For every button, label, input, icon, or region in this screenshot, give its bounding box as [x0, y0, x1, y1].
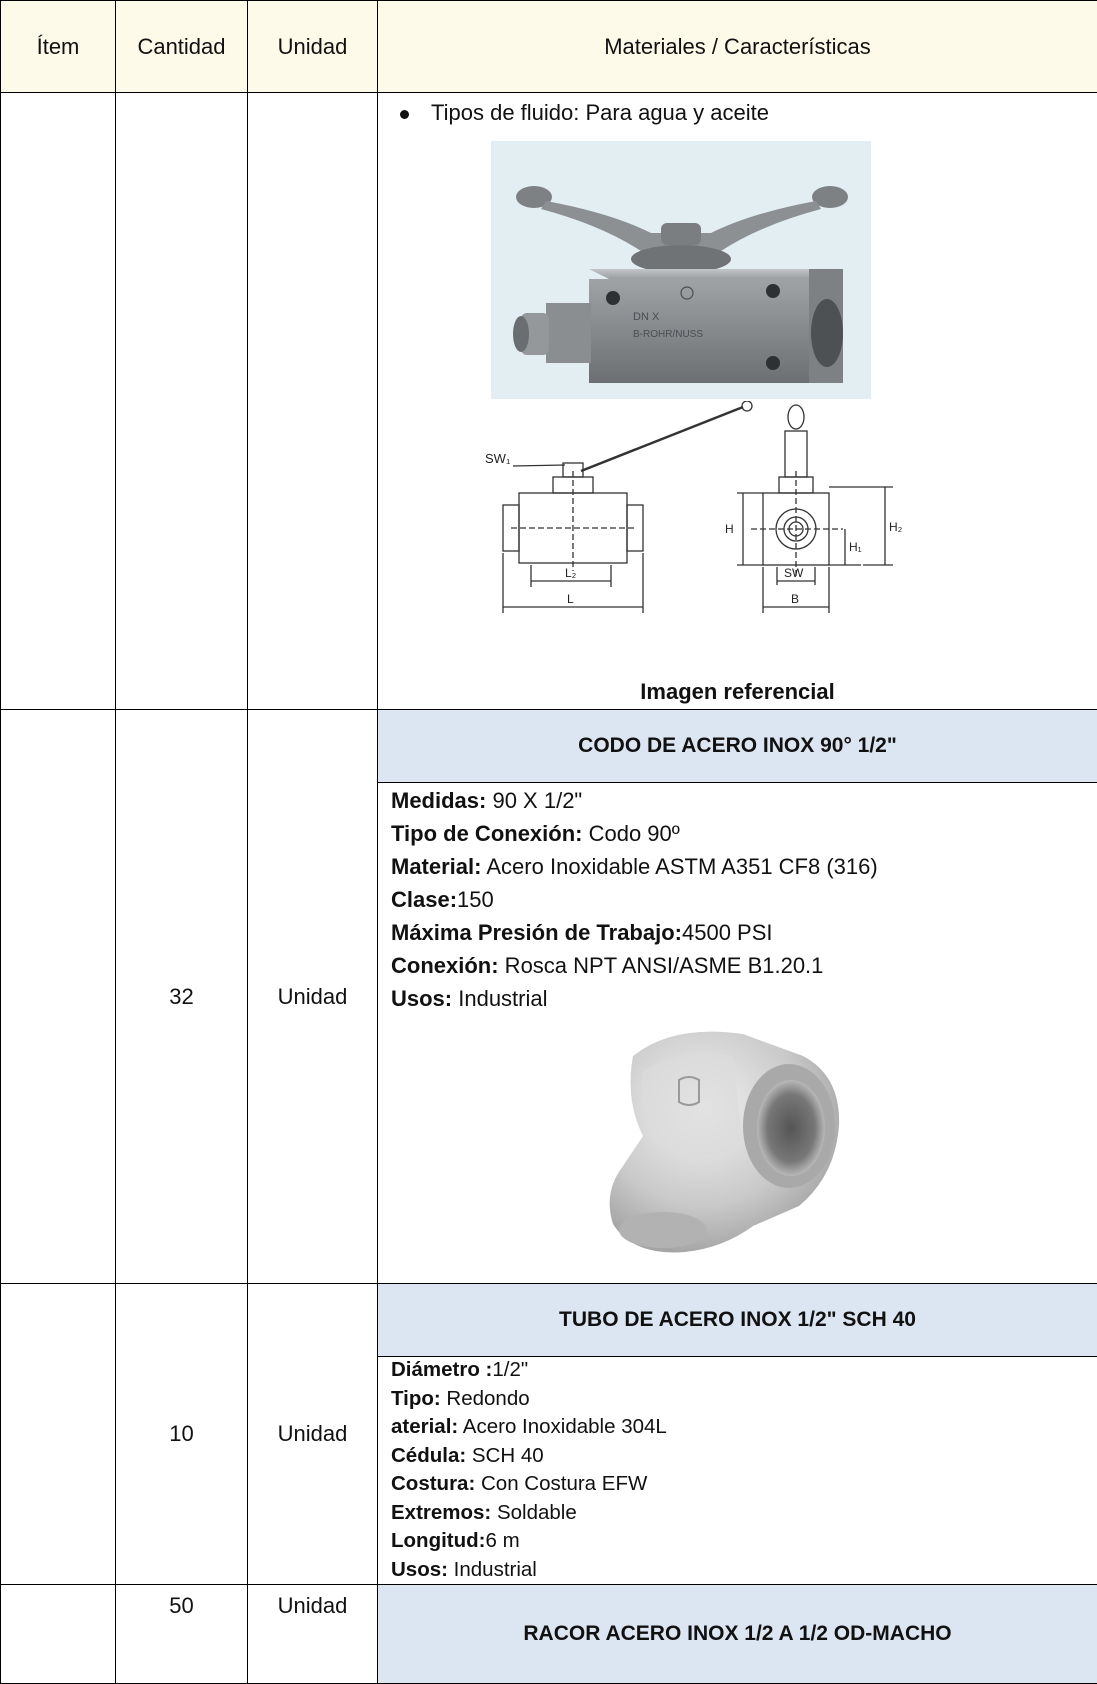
spec-label: Clase: [391, 887, 458, 912]
row-racor-cantidad: 50 [115, 1584, 248, 1684]
spec-value: SCH 40 [466, 1443, 544, 1467]
spec-value: Soldable [491, 1500, 577, 1524]
spec-line: aterial: Acero Inoxidable 304L [391, 1413, 667, 1442]
dim-label-h2: H₂ [889, 520, 903, 534]
row-valve-unidad [247, 92, 378, 710]
bullet-dot-icon [400, 109, 409, 119]
spec-value: Acero Inoxidable ASTM A351 CF8 (316) [481, 854, 878, 879]
row-tubo-cantidad: 10 [115, 1283, 248, 1585]
spec-label: Material: [391, 854, 482, 879]
spec-label: aterial: [391, 1415, 459, 1438]
spec-value: Con Costura EFW [475, 1472, 648, 1495]
row-codo-unidad: Unidad [247, 709, 378, 1284]
row-racor-item [0, 1584, 116, 1684]
spec-label: Usos: [391, 986, 453, 1011]
spec-line: Conexión: Rosca NPT ANSI/ASME B1.20.1 [391, 949, 878, 982]
tubo-title: TUBO DE ACERO INOX 1/2" SCH 40 [378, 1284, 1097, 1357]
codo-title: CODO DE ACERO INOX 90° 1/2" [378, 710, 1097, 783]
spec-value: 150 [457, 887, 494, 912]
spec-value: Rosca NPT ANSI/ASME B1.20.1 [498, 953, 824, 978]
spec-line: Usos: Industrial [391, 1556, 667, 1585]
racor-unidad-text: Unidad [277, 1593, 348, 1618]
dim-label-l2: L₂ [565, 566, 577, 580]
row-valve-cantidad [115, 92, 248, 710]
row-racor-unidad: Unidad [247, 1584, 378, 1684]
spec-line: Extremos: Soldable [391, 1499, 667, 1528]
spec-line: Medidas: 90 X 1/2" [391, 784, 878, 817]
spec-value: 1/2" [492, 1358, 529, 1381]
spec-label: Usos: [391, 1557, 448, 1581]
spec-value: Redondo [440, 1386, 530, 1410]
spec-line: Material: Acero Inoxidable ASTM A351 CF8… [391, 850, 878, 883]
spec-label: Medidas: [391, 788, 487, 813]
spec-label: Extremos: [391, 1500, 492, 1524]
spec-label: Diámetro : [391, 1358, 493, 1381]
row-codo-item [0, 709, 116, 1284]
header-item: Ítem [0, 0, 116, 93]
spec-value: Acero Inoxidable 304L [458, 1415, 667, 1438]
spec-line: Clase:150 [391, 883, 878, 916]
spec-label: Costura: [391, 1472, 476, 1495]
header-materiales: Materiales / Características [377, 0, 1097, 93]
tubo-specs: Diámetro :1/2" Tipo: Redondo aterial: Ac… [391, 1356, 667, 1584]
spec-line: Costura: Con Costura EFW [391, 1470, 667, 1499]
elbow-fitting-photo-icon [609, 1031, 840, 1253]
header-cantidad: Cantidad [115, 0, 248, 93]
dim-label-sw1: SW₁ [485, 451, 511, 466]
image-caption: Imagen referencial [640, 679, 835, 704]
dim-label-b: B [791, 592, 799, 606]
spec-line: Diámetro :1/2" [391, 1356, 667, 1385]
spec-line: Tipo de Conexión: Codo 90º [391, 817, 878, 850]
spec-label: Cédula: [391, 1443, 467, 1467]
row-racor-materiales: RACOR ACERO INOX 1/2 A 1/2 OD-MACHO [377, 1584, 1097, 1684]
spec-value: Industrial [452, 986, 548, 1011]
spec-label: Conexión: [391, 953, 499, 978]
header-unidad: Unidad [247, 0, 378, 93]
dim-label-h1: H₁ [849, 540, 862, 554]
spec-value: 6 m [485, 1529, 520, 1552]
spec-label: Tipo: [391, 1386, 441, 1410]
dim-label-h: H [725, 522, 734, 536]
spec-line: Cédula: SCH 40 [391, 1442, 667, 1471]
spec-line: Tipo: Redondo [391, 1385, 667, 1414]
fluid-type-bullet: Tipos de fluido: Para agua y aceite [392, 99, 769, 127]
spec-value: Codo 90º [582, 821, 680, 846]
spec-line: Usos: Industrial [391, 982, 878, 1015]
svg-text:B-ROHR/NUSS: B-ROHR/NUSS [633, 329, 703, 340]
fluid-type-text: Tipos de fluido: Para agua y aceite [431, 100, 769, 125]
racor-title: RACOR ACERO INOX 1/2 A 1/2 OD-MACHO [378, 1585, 1097, 1683]
spec-value: 90 X 1/2" [486, 788, 583, 813]
spec-line: Máxima Presión de Trabajo:4500 PSI [391, 916, 878, 949]
svg-text:DN X: DN X [633, 311, 660, 323]
spec-label: Tipo de Conexión: [391, 821, 583, 846]
ball-valve-photo-icon: DN X B-ROHR/NUSS [491, 141, 871, 399]
dim-label-l: L [567, 592, 574, 606]
codo-specs: Medidas: 90 X 1/2" Tipo de Conexión: Cod… [391, 784, 878, 1015]
spec-line: Longitud:6 m [391, 1527, 667, 1556]
row-valve-item [0, 92, 116, 710]
spec-value: Industrial [447, 1557, 537, 1581]
racor-cantidad-text: 50 [169, 1593, 194, 1618]
row-tubo-item [0, 1283, 116, 1585]
row-valve-materiales: Tipos de fluido: Para agua y aceite [377, 92, 1097, 710]
spec-label: Máxima Presión de Trabajo: [391, 920, 682, 945]
spec-label: Longitud: [391, 1529, 486, 1552]
row-tubo-unidad: Unidad [247, 1283, 378, 1585]
valve-dimension-diagram: SW₁ L₂ L H H₁ H₂ SW B [485, 401, 903, 613]
spec-value: 4500 PSI [681, 920, 773, 945]
dim-label-sw: SW [784, 566, 804, 580]
row-codo-materiales: CODO DE ACERO INOX 90° 1/2" Medidas: 90 … [377, 709, 1097, 1284]
row-tubo-materiales: TUBO DE ACERO INOX 1/2" SCH 40 Diámetro … [377, 1283, 1097, 1585]
row-codo-cantidad: 32 [115, 709, 248, 1284]
